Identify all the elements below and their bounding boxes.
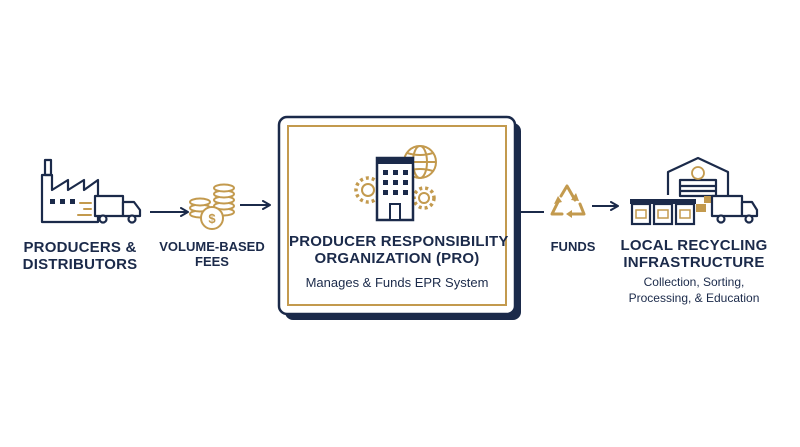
truck-icon (93, 194, 142, 224)
fees-label-line1: VOLUME-BASED (159, 239, 265, 254)
pro-title-line1: PRODUCER RESPONSIBILITY (289, 233, 509, 250)
truck-icon-right (710, 194, 759, 224)
producers-label-line1: PRODUCERS & (23, 239, 137, 256)
recycling-title: LOCAL RECYCLING INFRASTRUCTURE (610, 237, 778, 272)
warehouse-recycle-icon (691, 166, 705, 180)
producers-label: PRODUCERS & DISTRIBUTORS (20, 239, 140, 274)
fees-label-line2: FEES (195, 253, 229, 269)
recycling-title-line2: INFRASTRUCTURE (623, 254, 765, 272)
pro-box-inner-border (287, 125, 507, 306)
producers-label-line2: DISTRIBUTORS (22, 256, 138, 274)
pro-title: PRODUCER RESPONSIBILITY ORGANIZATION (PR… (289, 233, 509, 268)
coin-dollar-symbol: $ (208, 211, 216, 226)
coins-icon (189, 183, 235, 230)
pro-title-line2: ORGANIZATION (PRO) (314, 250, 480, 268)
bin-icon (630, 199, 696, 226)
warehouse-icon (666, 156, 730, 198)
funds-label: FUNDS (550, 239, 596, 254)
building-icon (375, 156, 415, 222)
recycling-subtitle-line2: Processing, & Education (628, 290, 760, 305)
recycling-title-line1: LOCAL RECYCLING (620, 237, 768, 254)
factory-icon (40, 158, 100, 224)
gear-hub (361, 183, 430, 204)
recycle-icon (550, 184, 586, 216)
recycle-arrowheads (554, 193, 579, 218)
fees-label: VOLUME-BASED FEES (154, 239, 270, 270)
recycling-subtitle: Collection, Sorting, Processing, & Educa… (608, 275, 780, 306)
recycling-subtitle-line1: Collection, Sorting, (643, 275, 745, 289)
boxes-icon (696, 196, 713, 212)
pro-subtitle: Manages & Funds EPR System (305, 275, 489, 290)
speed-lines (77, 202, 92, 216)
